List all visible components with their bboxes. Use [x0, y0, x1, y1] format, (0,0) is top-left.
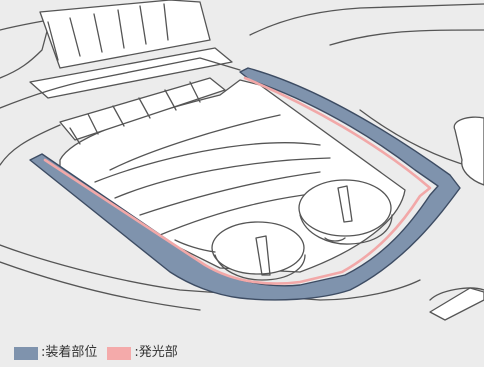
left-panel: [0, 57, 241, 109]
legend-swatch-light: [107, 346, 132, 360]
left-dash: [0, 124, 61, 166]
vent-block: [39, 0, 211, 69]
legend-label-light: :発光部: [134, 345, 178, 360]
legend: :装着部位 :発光部: [14, 345, 188, 361]
legend-label-mount: :装着部位: [41, 345, 98, 360]
right-dash: [249, 3, 484, 36]
legend-swatch-mount: [14, 346, 38, 360]
mount-part: [29, 67, 461, 301]
dashboard-edge: [0, 19, 51, 79]
switch-row: [59, 77, 226, 141]
light-emitting-line: [43, 76, 432, 285]
legend-item-light: :発光部: [107, 345, 178, 361]
cup-holder-right: [298, 179, 392, 237]
legend-item-mount: :装着部位: [14, 345, 97, 361]
gear-lever: [453, 116, 484, 186]
